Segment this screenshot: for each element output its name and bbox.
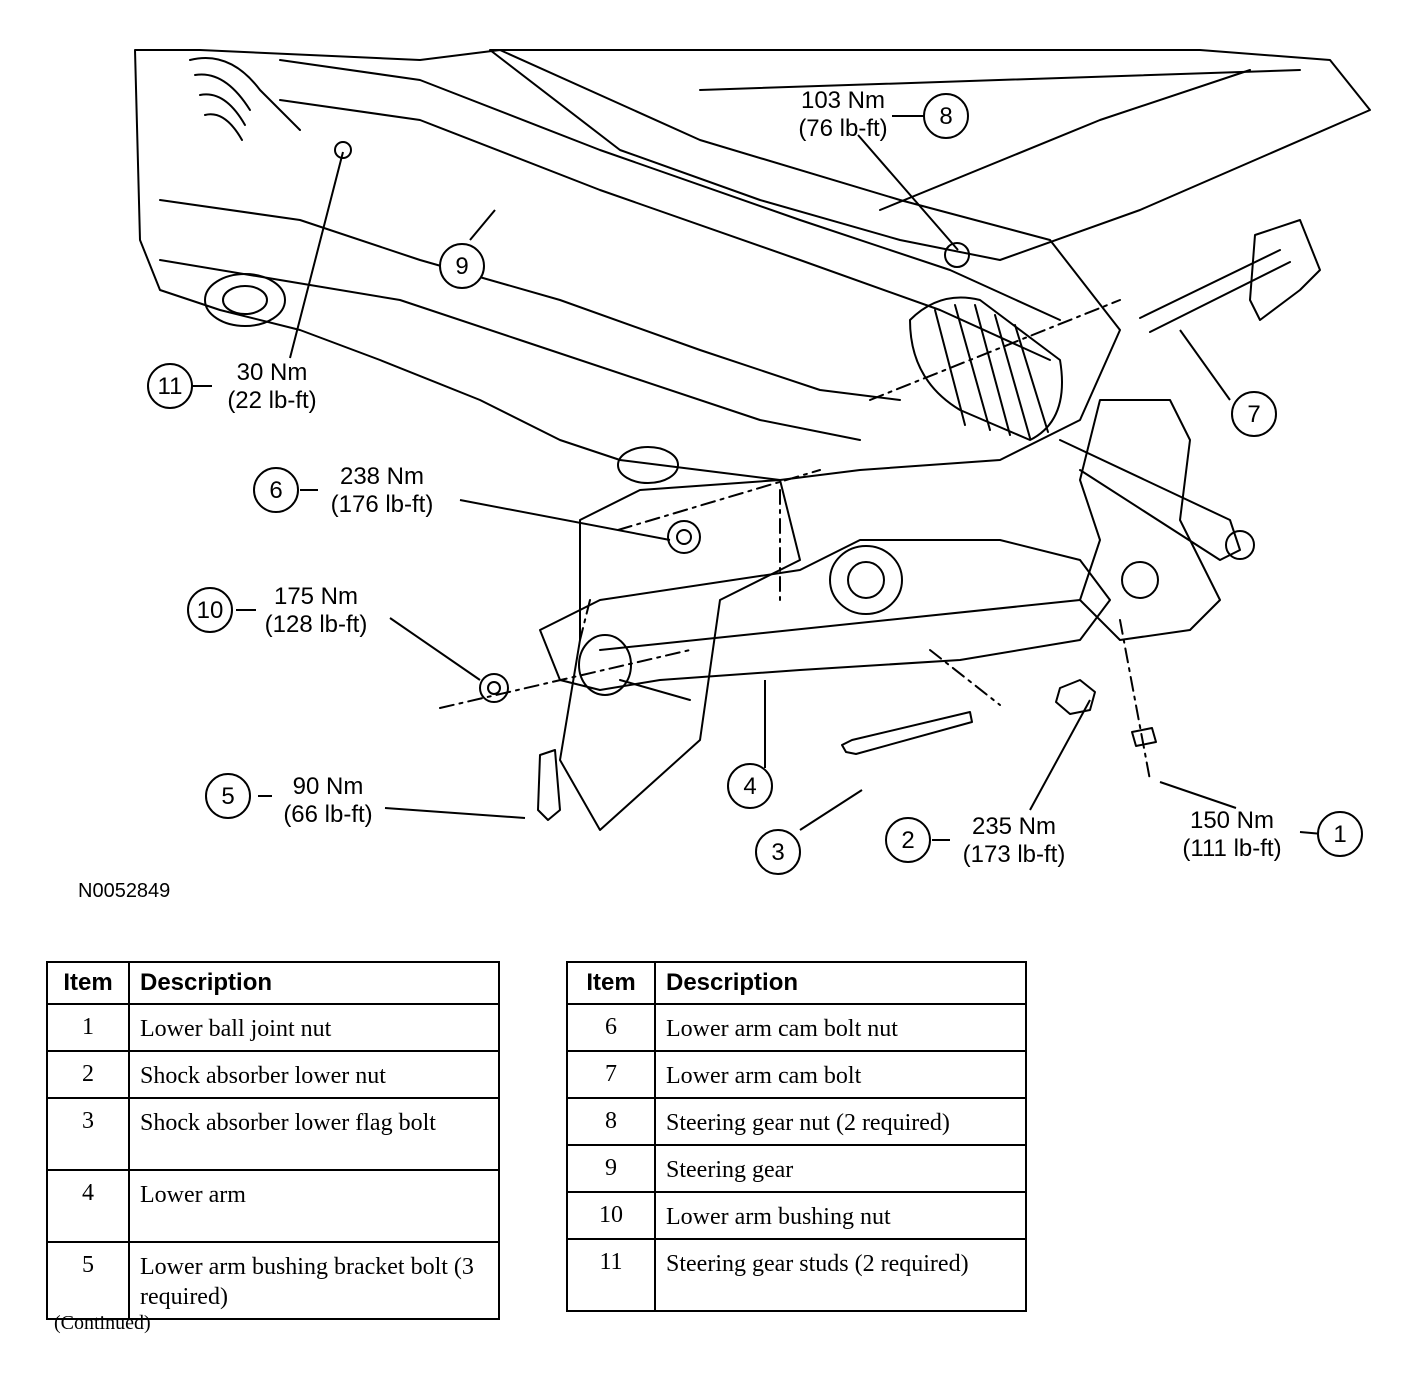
legend-item-description: Steering gear nut (2 required) [654, 1097, 1027, 1146]
item-column-header: Item [46, 961, 130, 1005]
callout-3: 3 [755, 829, 801, 875]
legend-item-description: Lower arm cam bolt [654, 1050, 1027, 1099]
figure-id: N0052849 [78, 880, 171, 902]
legend-item-description: Steering gear studs (2 required) [654, 1238, 1027, 1312]
callout-10-torque-nm: 175 Nm [274, 583, 358, 610]
callout-10: 10 175 Nm (128 lb-ft) [187, 583, 368, 638]
legend-item-number: 1 [46, 1003, 130, 1052]
legend-item-number: 11 [566, 1238, 656, 1312]
callout-1-torque-nm: 150 Nm [1190, 807, 1274, 834]
callout-8: 8 103 Nm (76 lb-ft) [798, 87, 969, 142]
callout-5-torque-lbft: (66 lb-ft) [283, 801, 372, 828]
callout-5: 5 90 Nm (66 lb-ft) [205, 773, 373, 828]
callout-2-torque-lbft: (173 lb-ft) [963, 841, 1066, 868]
description-column-header: Description [128, 961, 500, 1005]
svg-text:9: 9 [455, 253, 468, 280]
legend-row: 2 Shock absorber lower nut [46, 1050, 500, 1099]
legend-item-description: Lower arm cam bolt nut [654, 1003, 1027, 1052]
legend-item-number: 3 [46, 1097, 130, 1171]
callout-6-torque-lbft: (176 lb-ft) [331, 491, 434, 518]
callout-6-torque-nm: 238 Nm [340, 463, 424, 490]
description-column-header: Description [654, 961, 1027, 1005]
svg-text:4: 4 [743, 773, 756, 800]
callout-11-torque-lbft: (22 lb-ft) [227, 387, 316, 414]
callout-8-torque-nm: 103 Nm [801, 87, 885, 114]
callout-4: 4 [727, 763, 773, 809]
callout-10-torque-lbft: (128 lb-ft) [265, 611, 368, 638]
svg-text:6: 6 [269, 477, 282, 504]
legend-item-number: 6 [566, 1003, 656, 1052]
legend-row: 8 Steering gear nut (2 required) [566, 1097, 1027, 1146]
item-column-header: Item [566, 961, 656, 1005]
callout-5-torque-nm: 90 Nm [293, 773, 364, 800]
legend-row: 10 Lower arm bushing nut [566, 1191, 1027, 1240]
legend-row: 9 Steering gear [566, 1144, 1027, 1193]
legend-row: 4 Lower arm [46, 1169, 500, 1243]
svg-text:1: 1 [1333, 821, 1346, 848]
svg-text:11: 11 [158, 373, 183, 400]
callout-6: 6 238 Nm (176 lb-ft) [253, 463, 434, 518]
legend-item-number: 9 [566, 1144, 656, 1193]
svg-text:10: 10 [197, 597, 224, 624]
callout-11: 11 30 Nm (22 lb-ft) [147, 359, 317, 414]
svg-text:5: 5 [221, 783, 234, 810]
callout-1-torque-lbft: (111 lb-ft) [1182, 835, 1281, 862]
assembly-illustration [134, 49, 1371, 831]
legend-row: 5 Lower arm bushing bracket bolt (3 requ… [46, 1241, 500, 1320]
legend-table-right: Item Description 6 Lower arm cam bolt nu… [566, 961, 1027, 1312]
legend-header-row: Item Description [566, 961, 1027, 1005]
svg-text:8: 8 [939, 103, 952, 130]
legend-item-number: 4 [46, 1169, 130, 1243]
callout-8-torque-lbft: (76 lb-ft) [798, 115, 887, 142]
continued-note: (Continued) [54, 1312, 151, 1334]
legend-item-number: 10 [566, 1191, 656, 1240]
legend-row: 6 Lower arm cam bolt nut [566, 1003, 1027, 1052]
legend-item-number: 7 [566, 1050, 656, 1099]
callout-9: 9 [439, 243, 485, 289]
svg-text:2: 2 [901, 827, 914, 854]
legend-table-left: Item Description 1 Lower ball joint nut … [46, 961, 500, 1320]
legend-item-description: Shock absorber lower flag bolt [128, 1097, 500, 1171]
legend-row: 1 Lower ball joint nut [46, 1003, 500, 1052]
callout-1: 1 150 Nm (111 lb-ft) [1182, 807, 1363, 862]
legend-item-description: Lower arm bushing bracket bolt (3 requir… [128, 1241, 500, 1320]
svg-text:3: 3 [771, 839, 784, 866]
legend-item-description: Steering gear [654, 1144, 1027, 1193]
legend-header-row: Item Description [46, 961, 500, 1005]
callout-2-torque-nm: 235 Nm [972, 813, 1056, 840]
legend-item-number: 2 [46, 1050, 130, 1099]
legend-row: 3 Shock absorber lower flag bolt [46, 1097, 500, 1171]
callout-7: 7 [1231, 391, 1277, 437]
legend-row: 11 Steering gear studs (2 required) [566, 1238, 1027, 1312]
legend-item-number: 5 [46, 1241, 130, 1320]
callout-11-torque-nm: 30 Nm [237, 359, 308, 386]
callout-2: 2 235 Nm (173 lb-ft) [885, 813, 1066, 868]
legend-row: 7 Lower arm cam bolt [566, 1050, 1027, 1099]
svg-text:7: 7 [1247, 401, 1260, 428]
legend-item-description: Lower arm [128, 1169, 500, 1243]
legend-item-description: Lower arm bushing nut [654, 1191, 1027, 1240]
suspension-diagram: 1 150 Nm (111 lb-ft) 2 235 Nm (173 lb-ft… [134, 49, 1371, 875]
legend-item-number: 8 [566, 1097, 656, 1146]
legend-item-description: Shock absorber lower nut [128, 1050, 500, 1099]
legend-item-description: Lower ball joint nut [128, 1003, 500, 1052]
